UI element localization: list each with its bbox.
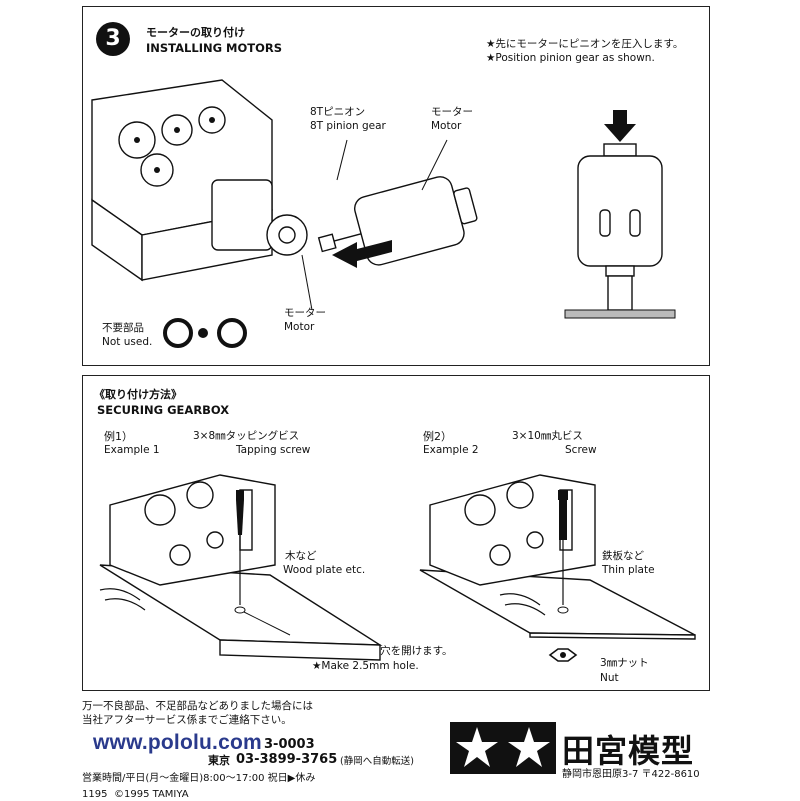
footer-phone2-note: (静岡へ自動転送) bbox=[340, 756, 414, 767]
example1-label-jp: 例1） bbox=[104, 430, 133, 443]
tamiya-stars-logo bbox=[450, 722, 556, 774]
example2-label-jp: 例2） bbox=[423, 430, 452, 443]
example2-illustration bbox=[419, 474, 696, 662]
not-used-label-en: Not used. bbox=[102, 336, 153, 348]
footer-notice-line1: 万一不良部品、不足部品などありました場合には bbox=[82, 700, 313, 712]
footer-phone1: 3-0003 bbox=[264, 737, 315, 752]
company-address: 静岡市恩田原3-7 〒422-8610 bbox=[562, 769, 700, 780]
step-number-badge: 3 bbox=[96, 22, 130, 56]
example1-screw-jp: 3×8㎜タッピングビス bbox=[193, 430, 300, 442]
motor-top-label-jp: モーター bbox=[431, 106, 473, 118]
footer-code: 1195 bbox=[82, 789, 108, 800]
securing-title-jp: 《取り付け方法》 bbox=[94, 388, 182, 401]
footer-phone2-prefix: 東京 bbox=[208, 754, 230, 767]
step-title-jp: モーターの取り付け bbox=[146, 26, 245, 39]
example2-screw-jp: 3×10㎜丸ビス bbox=[512, 430, 583, 442]
motor-bottom-label-en: Motor bbox=[284, 321, 315, 333]
footer-copyright: ©1995 TAMIYA bbox=[114, 789, 189, 800]
example1-illustration bbox=[99, 474, 383, 661]
example1-screw-en: Tapping screw bbox=[236, 444, 311, 456]
pinion-label-en: 8T pinion gear bbox=[310, 120, 386, 132]
securing-title-en: SECURING GEARBOX bbox=[97, 403, 230, 417]
pinion-press-illustration bbox=[564, 110, 676, 319]
pololu-watermark: www.pololu.com bbox=[93, 731, 262, 754]
pinion-label-jp: 8Tピニオン bbox=[310, 106, 366, 118]
example1-plate-jp: 木など bbox=[285, 550, 317, 562]
motor-bottom-label-jp: モーター bbox=[284, 307, 326, 319]
pinion-note-en: ★Position pinion gear as shown. bbox=[486, 52, 655, 64]
example2-label-en: Example 2 bbox=[423, 444, 479, 456]
unused-washers-icon bbox=[163, 318, 247, 348]
pinion-note-jp: ★先にモーターにピニオンを圧入します。 bbox=[486, 38, 684, 50]
example2-plate-jp: 鉄板など bbox=[602, 550, 644, 562]
example2-screw-en: Screw bbox=[565, 444, 597, 456]
hole-note-en: ★Make 2.5mm hole. bbox=[312, 660, 419, 672]
company-name: 田宮模型 bbox=[562, 732, 695, 770]
example1-label-en: Example 1 bbox=[104, 444, 160, 456]
example2-plate-en: Thin plate bbox=[602, 564, 655, 576]
step-title-en: INSTALLING MOTORS bbox=[146, 41, 283, 55]
nut-label-jp: 3㎜ナット bbox=[600, 657, 649, 669]
not-used-label-jp: 不要部品 bbox=[102, 322, 144, 334]
example1-plate-en: Wood plate etc. bbox=[283, 564, 366, 576]
footer-business-hours: 営業時間/平日(月～金曜日)8:00～17:00 祝日▶休み bbox=[82, 773, 316, 784]
gearbox-motor-illustration bbox=[91, 79, 478, 311]
nut-label-en: Nut bbox=[600, 672, 619, 684]
footer-phone2: 03-3899-3765 bbox=[236, 752, 338, 767]
footer-notice-line2: 当社アフターサービス係までご連絡下さい。 bbox=[82, 714, 292, 726]
motor-top-label-en: Motor bbox=[431, 120, 462, 132]
